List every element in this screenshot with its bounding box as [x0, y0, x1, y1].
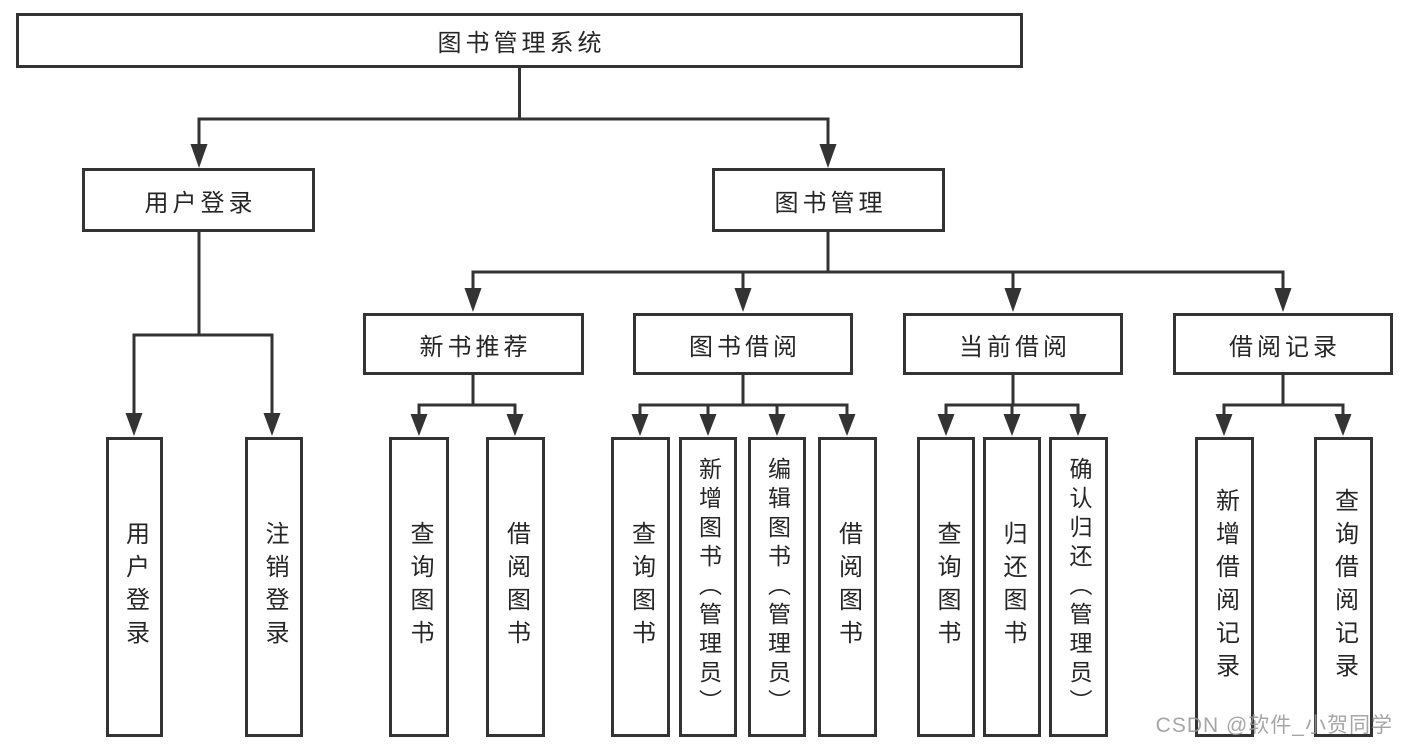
leaf-return-book: 归还图书	[983, 437, 1041, 737]
node-root: 图书管理系统	[16, 13, 1023, 68]
leaf-query-book-borrow-label: 查询图书	[627, 521, 655, 653]
leaf-add-book-admin: 新增图书（管理员）	[679, 437, 737, 737]
leaf-user-login: 用户登录	[106, 437, 163, 737]
leaf-add-book-admin-label: 新增图书（管理员）	[695, 456, 722, 718]
node-current-borrow: 当前借阅	[903, 313, 1123, 375]
leaf-borrow-book-label: 借阅图书	[834, 521, 862, 653]
leaf-query-book-recommend: 查询图书	[389, 437, 449, 737]
leaf-add-borrow-record-label: 新增借阅记录	[1211, 488, 1239, 686]
leaf-borrow-book-recommend: 借阅图书	[486, 437, 545, 737]
node-root-label: 图书管理系统	[437, 30, 606, 57]
leaf-return-book-label: 归还图书	[999, 521, 1026, 653]
leaf-query-book-current-label: 查询图书	[933, 521, 960, 653]
node-new-book-recommend: 新书推荐	[363, 313, 584, 375]
leaf-query-book-current: 查询图书	[917, 437, 975, 737]
node-new-book-recommend-label: 新书推荐	[419, 333, 532, 361]
node-book-borrow: 图书借阅	[633, 313, 853, 375]
leaf-borrow-book: 借阅图书	[818, 437, 877, 737]
leaf-borrow-book-recommend-label: 借阅图书	[502, 521, 530, 653]
leaf-query-book-borrow: 查询图书	[611, 437, 670, 737]
csdn-watermark: CSDN @软件_小贺同学	[1155, 714, 1393, 737]
node-borrow-records-label: 借阅记录	[1229, 333, 1341, 361]
leaf-confirm-return-admin: 确认归还（管理员）	[1049, 437, 1108, 737]
node-user-login: 用户登录	[82, 168, 315, 232]
leaf-query-book-recommend-label: 查询图书	[406, 521, 433, 653]
node-current-borrow-label: 当前借阅	[959, 333, 1071, 361]
leaf-query-borrow-record-label: 查询借阅记录	[1330, 488, 1358, 686]
leaf-add-borrow-record: 新增借阅记录	[1195, 437, 1254, 737]
node-user-login-label: 用户登录	[144, 189, 257, 217]
leaf-confirm-return-admin-label: 确认归还（管理员）	[1066, 456, 1092, 718]
leaf-logout: 注销登录	[245, 437, 303, 737]
leaf-logout-label: 注销登录	[261, 521, 288, 653]
node-borrow-records: 借阅记录	[1173, 313, 1393, 375]
leaf-edit-book-admin: 编辑图书（管理员）	[748, 437, 806, 737]
leaf-query-borrow-record: 查询借阅记录	[1314, 437, 1373, 737]
leaf-user-login-label: 用户登录	[121, 521, 149, 653]
node-book-borrow-label: 图书借阅	[689, 333, 801, 361]
leaf-edit-book-admin-label: 编辑图书（管理员）	[764, 456, 791, 718]
node-book-management-label: 图书管理	[774, 189, 887, 217]
node-book-management: 图书管理	[712, 168, 945, 232]
